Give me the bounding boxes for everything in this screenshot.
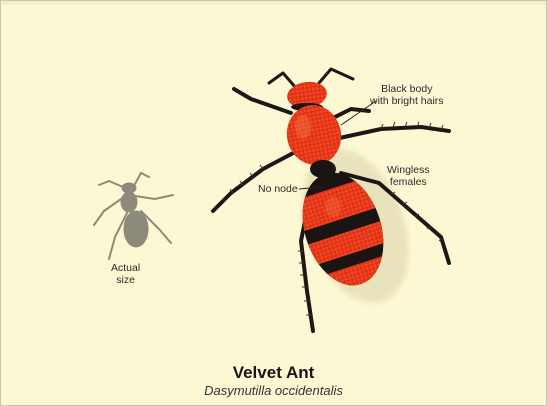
label-black-body: Black body with bright hairs <box>370 83 444 107</box>
velvet-ant-illustration <box>213 69 449 331</box>
label-wingless-line2: females <box>387 176 430 188</box>
label-actual-size: Actual size <box>111 262 140 286</box>
figure-title: Velvet Ant <box>1 363 546 383</box>
label-black-body-line2: with bright hairs <box>370 95 444 107</box>
label-actual-size-line2: size <box>111 274 140 286</box>
label-black-body-line1: Black body <box>370 83 444 95</box>
figure-scientific-name: Dasymutilla occidentalis <box>1 383 546 398</box>
label-wingless: Wingless females <box>387 164 430 188</box>
label-actual-size-line1: Actual <box>111 262 140 274</box>
label-no-node: No node <box>258 183 298 195</box>
label-wingless-line1: Wingless <box>387 164 430 176</box>
actual-size-silhouette <box>94 173 173 259</box>
